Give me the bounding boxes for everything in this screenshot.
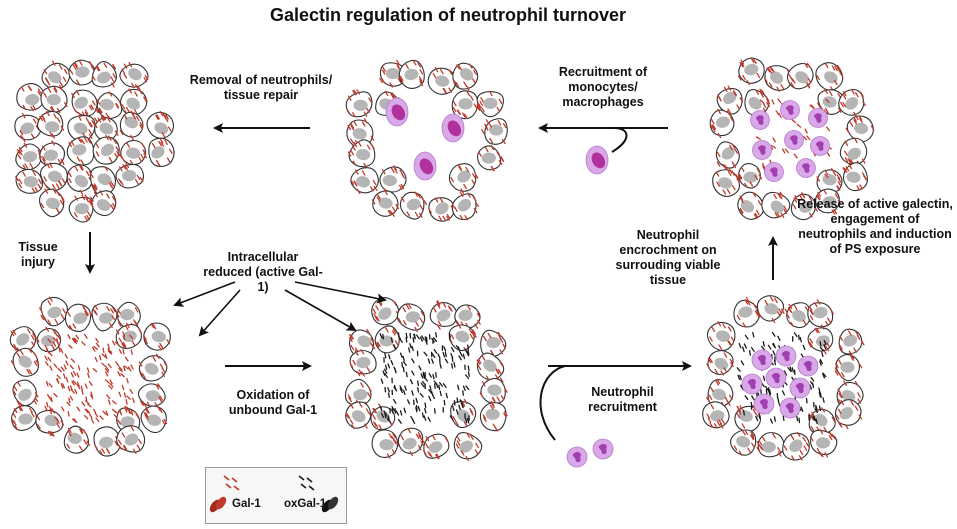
panel-neutrophil-infiltrated: [702, 295, 865, 461]
arrow-mono-curve: [611, 127, 628, 153]
panel-apoptotic-neutrophils-interior: [750, 98, 832, 182]
arrow-gal1-left1: [173, 281, 236, 307]
legend-symbols: [209, 475, 339, 513]
label-neutrophil-recruitment: Neutrophil recruitment: [588, 385, 657, 414]
panel-macrophage-repair: [345, 59, 508, 222]
legend-gal1-dashes: [223, 475, 240, 491]
arrow-neutrophil-curve: [539, 365, 566, 441]
migrating-neutrophils: [566, 438, 614, 468]
label-tissue-injury: Tissue injury: [18, 240, 58, 269]
panel-normal-tissue: [14, 59, 175, 223]
diagram-title: Galectin regulation of neutrophil turnov…: [270, 5, 627, 25]
label-intracellular: Intracellular reduced (active Gal-1): [203, 250, 323, 294]
panel-injured-tissue: [9, 296, 171, 457]
label-removal: Removal of neutrophils/ tissue repair: [189, 73, 333, 102]
label-recruitment-mono: Recruitment of monocytes/ macrophages: [558, 65, 648, 109]
legend-gal1-icon: [209, 496, 227, 513]
panel-neutrophil-infiltrated-interior: [736, 331, 827, 425]
legend: Gal-1 oxGal-1: [205, 467, 347, 524]
panel-oxidized-tissue-interior: [379, 331, 470, 424]
panel-apoptotic-neutrophils: [709, 57, 875, 221]
label-oxidation: Oxidation of unbound Gal-1: [228, 388, 318, 417]
legend-oxgal1-label: oxGal-1: [284, 498, 327, 510]
legend-oxgal1-dashes: [298, 475, 315, 491]
legend-gal1-label: Gal-1: [232, 498, 261, 510]
panel-oxidized-tissue: [344, 297, 508, 462]
panel-injured-tissue-interior: [44, 331, 135, 424]
label-neutrophil-encroachment: Neutrophil encrochment on surrouding via…: [615, 228, 721, 287]
legend-oxgal1-icon: [321, 496, 339, 513]
panel-macrophage-repair-interior: [385, 97, 465, 181]
arrow-gal1-right2: [284, 289, 357, 331]
label-release: Release of active galectin, engagement o…: [797, 197, 953, 256]
arrow-gal1-left2: [198, 289, 241, 337]
migrating-monocyte: [585, 145, 609, 175]
arrow-gal1-right1: [294, 281, 387, 304]
